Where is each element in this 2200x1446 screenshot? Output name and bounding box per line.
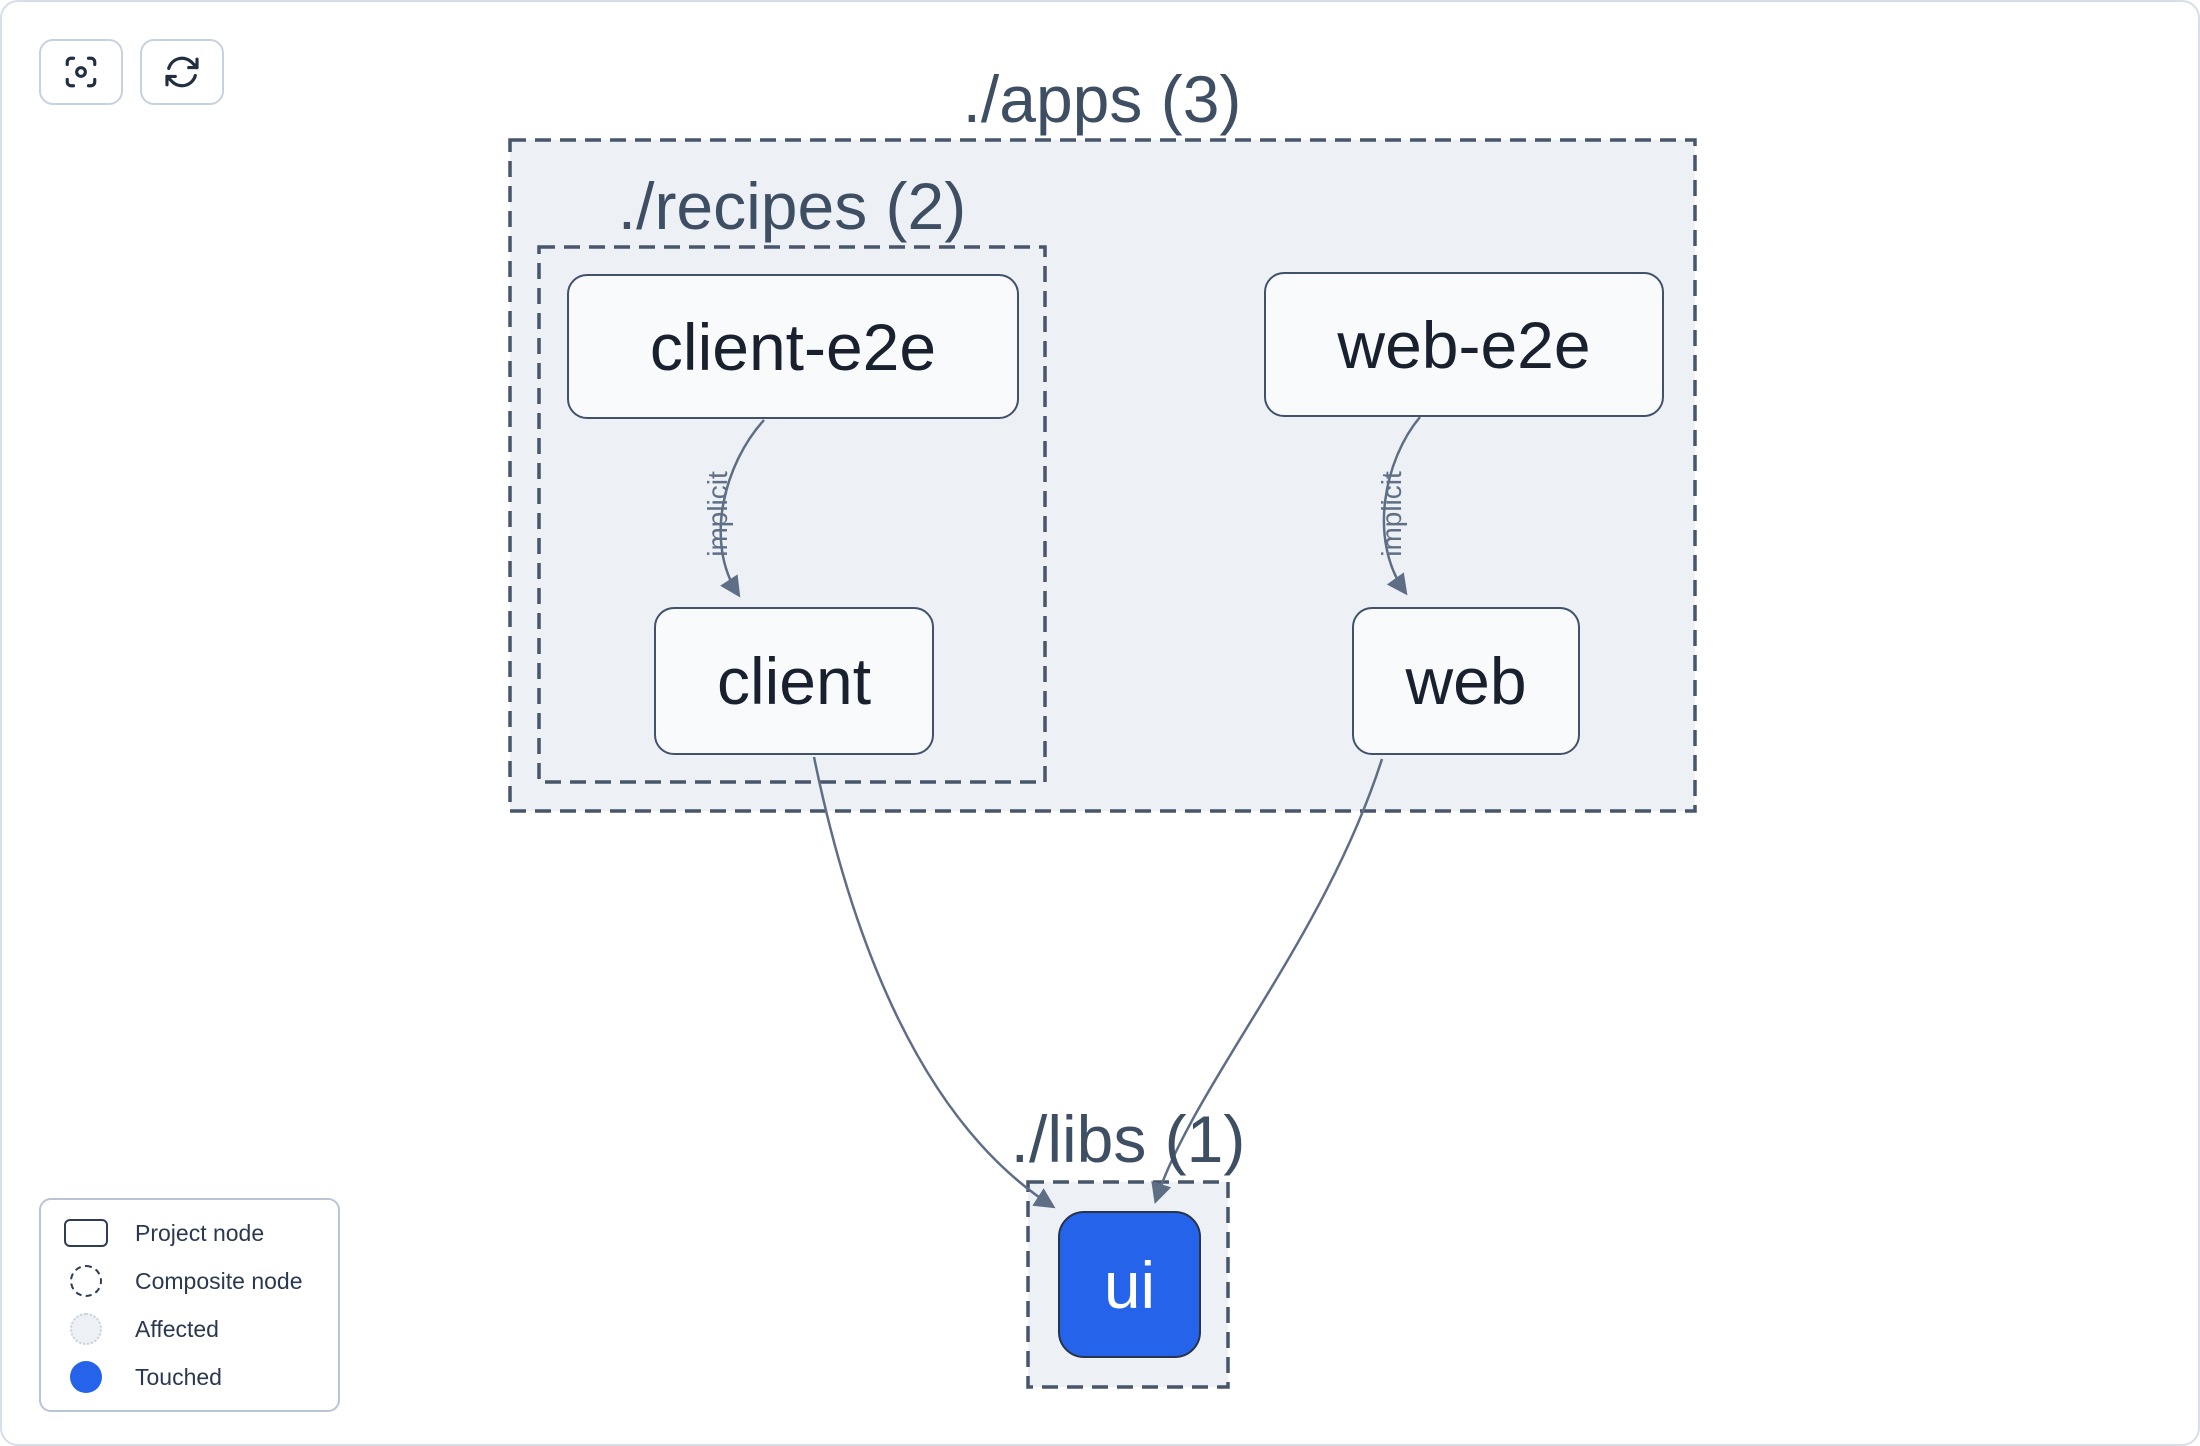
- node-client[interactable]: client: [654, 607, 934, 755]
- legend-item-label: Project node: [135, 1220, 265, 1246]
- edge-web-e2e-to-web[interactable]: [1382, 416, 1421, 596]
- node-web[interactable]: web: [1352, 607, 1580, 755]
- legend-item-label: Composite node: [135, 1268, 303, 1294]
- edge-client-to-ui[interactable]: [812, 756, 1056, 1209]
- edge-client-e2e-to-client[interactable]: [719, 419, 765, 598]
- legend-item-label: Affected: [135, 1316, 219, 1342]
- legend-item: Affected: [61, 1312, 318, 1346]
- project-node-swatch-icon: [64, 1219, 108, 1247]
- touched-swatch-icon: [70, 1361, 102, 1393]
- node-client-e2e[interactable]: client-e2e: [567, 274, 1019, 419]
- edge-label-implicit: implicit: [702, 471, 733, 557]
- refresh-graph-button[interactable]: [140, 39, 224, 105]
- edge-web-to-ui[interactable]: [1151, 758, 1384, 1204]
- legend-item: Touched: [61, 1360, 318, 1394]
- legend-item: Composite node: [61, 1264, 318, 1298]
- legend: Project node Composite node Affected Tou…: [39, 1198, 340, 1412]
- composite-recipes-border: [537, 245, 1047, 784]
- legend-item: Project node: [61, 1216, 318, 1250]
- composite-node-swatch-icon: [70, 1265, 102, 1297]
- node-ui[interactable]: ui: [1058, 1211, 1201, 1358]
- composite-apps-border: [508, 138, 1697, 813]
- edge-label-implicit: implicit: [1376, 471, 1407, 557]
- composite-libs-border: [1026, 1180, 1230, 1389]
- affected-swatch-icon: [70, 1313, 102, 1345]
- composite-apps-label[interactable]: ./apps (3): [962, 62, 1242, 136]
- legend-item-label: Touched: [135, 1364, 222, 1390]
- composite-libs-label[interactable]: ./libs (1): [1010, 1102, 1246, 1176]
- refresh-icon: [162, 52, 202, 92]
- viewfinder-icon: [61, 52, 101, 92]
- node-web-e2e[interactable]: web-e2e: [1264, 272, 1664, 417]
- composite-recipes-label[interactable]: ./recipes (2): [617, 169, 967, 243]
- focus-graph-button[interactable]: [39, 39, 123, 105]
